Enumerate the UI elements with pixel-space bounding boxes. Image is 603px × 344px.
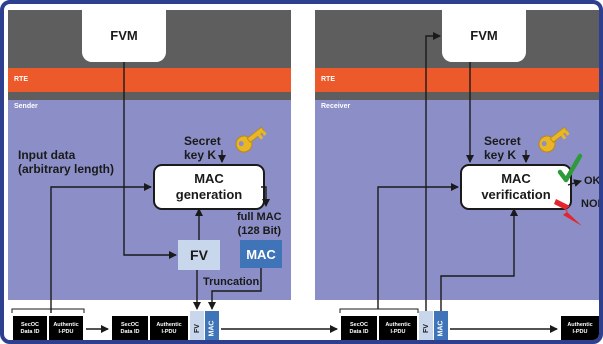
receiver-pdu-bracket: [339, 308, 419, 313]
receiver-fv-to-fvm-arrow: [425, 32, 441, 311]
mac-generation-line2: generation: [175, 187, 243, 202]
sender-secret-key-label: Secret key K: [184, 134, 221, 162]
pdu-auth-line2: I-PDU: [161, 328, 177, 335]
pdu-secoc-line2: Data ID: [349, 328, 369, 335]
full-mac-label: full MAC (128 Bit): [237, 210, 282, 238]
mac-verification-box: MAC verification: [460, 164, 572, 210]
receiver-fvm-box: FVM: [442, 8, 526, 62]
truncation-label: Truncation: [203, 276, 260, 288]
sender-fvm-box: FVM: [82, 8, 166, 62]
verification-output-arrow: [567, 179, 582, 187]
receiver-title: Receiver: [321, 103, 351, 110]
full-mac-line1: full MAC: [237, 211, 282, 223]
input-data-line2: (arbitrary length): [18, 162, 115, 176]
pdu-secoc-line1: SecOC: [349, 321, 369, 328]
full-mac-line2: (128 Bit): [237, 225, 281, 237]
mac-verification-line1: MAC: [501, 171, 531, 186]
sender-key-icon: [235, 126, 267, 153]
pdu-secoc-line1: SecOC: [20, 321, 40, 328]
sender-secret-line1: Secret: [184, 134, 221, 148]
pdu-auth-line1: Authentic: [53, 321, 79, 328]
receiver-data-arrow: [377, 183, 459, 309]
receiver-key-icon: [538, 126, 570, 153]
input-data-label: Input data (arbitrary length): [18, 148, 114, 176]
receiver-rte-bar: RTE: [315, 68, 599, 92]
sender-pdu-bracket: [11, 308, 85, 313]
mac-generation-line1: MAC: [194, 171, 224, 186]
receiver-secret-line1: Secret: [484, 134, 521, 148]
mac-verification-line2: verification: [481, 187, 551, 202]
pdu-auth-line2: I-PDU: [58, 328, 74, 335]
input-data-arrow: [50, 183, 152, 313]
pdu-auth-line1: Authentic: [567, 321, 593, 328]
pdu-auth-line2: I-PDU: [390, 328, 406, 335]
mid-fv-field: FV: [190, 311, 204, 340]
sender-fv-box: FV: [178, 240, 220, 270]
receiver-mac-to-verification-arrow: [440, 208, 518, 311]
pdu-row: [8, 304, 599, 340]
pdu-secoc-line1: SecOC: [120, 321, 140, 328]
receiver-secret-line2: key K: [484, 148, 517, 162]
pdu-auth-line2: I-PDU: [572, 328, 588, 335]
lightning-icon: [554, 199, 582, 226]
pdu-secoc-line2: Data ID: [20, 328, 40, 335]
input-data-line1: Input data: [18, 148, 76, 162]
ok-label: OK: [584, 175, 601, 187]
sender-rte-bar: RTE: [8, 68, 291, 92]
sender-secret-line2: key K: [184, 148, 217, 162]
mid-mac-field: MAC: [205, 311, 219, 340]
fvm-to-fv-arrow: [123, 62, 177, 259]
pdu-auth-line1: Authentic: [156, 321, 182, 328]
receiver-mac-field: MAC: [434, 311, 448, 340]
pdu-auth-line1: Authentic: [385, 321, 411, 328]
receiver-fv-field: FV: [419, 311, 433, 340]
pdu-secoc-line2: Data ID: [120, 328, 140, 335]
mac-gen-output-arrow: [261, 186, 270, 207]
nok-label: NOK: [581, 198, 599, 210]
check-icon: [557, 153, 583, 183]
receiver-secret-key-label: Secret key K: [484, 134, 521, 162]
sender-mac-box: MAC: [240, 240, 282, 268]
sender-title: Sender: [14, 103, 38, 110]
truncation-arrow: [208, 268, 262, 310]
connector-layer: [11, 32, 583, 333]
